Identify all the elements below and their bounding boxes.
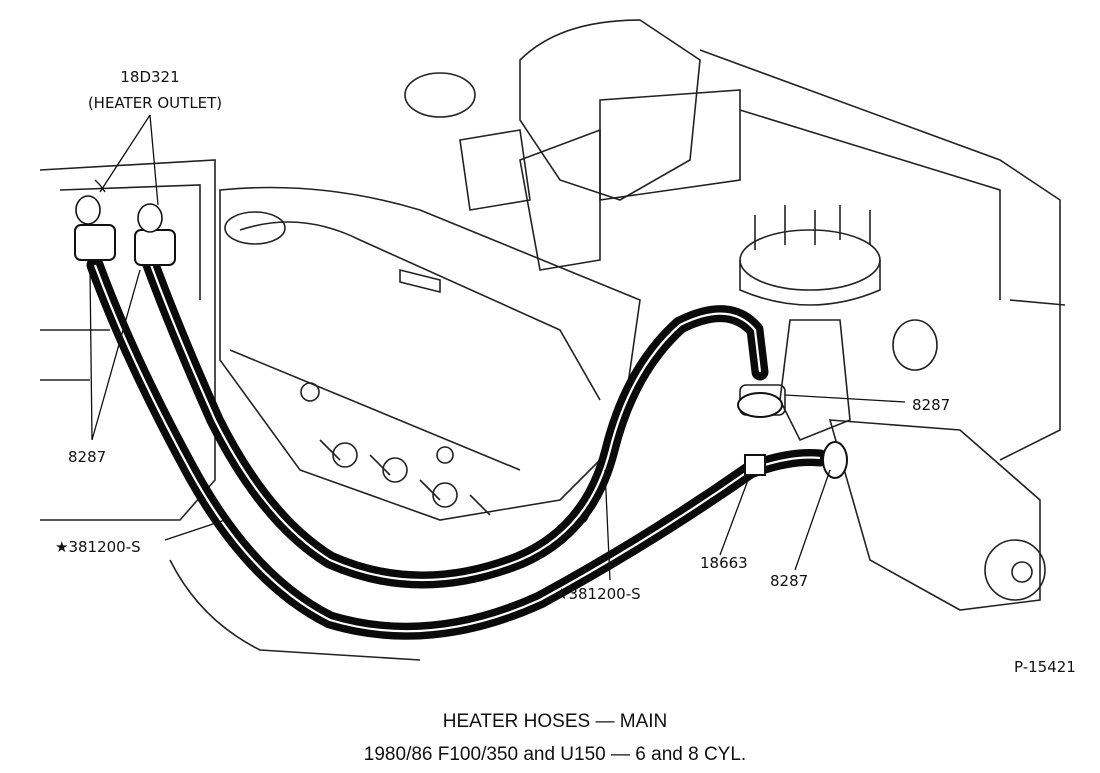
hose-clamps <box>737 392 848 479</box>
label-heater-outlet-part: 18D321 <box>120 68 179 86</box>
heater-hose-lower <box>86 256 829 640</box>
label-clamp-bottom-right: 8287 <box>770 572 808 590</box>
caption-title: HEATER HOSES — MAIN <box>443 711 668 732</box>
label-clip-center: ★381200-S <box>555 585 641 603</box>
label-clamp-left: 8287 <box>68 448 106 466</box>
label-clip-left: ★381200-S <box>55 538 141 556</box>
heater-hose-upper <box>141 253 769 589</box>
figure-id: P-15421 <box>1014 658 1076 676</box>
caption-subtitle: 1980/86 F100/350 and U150 — 6 and 8 CYL. <box>364 744 746 765</box>
leader-lines <box>89 114 906 581</box>
engine-outline <box>39 19 1066 661</box>
heater-outlet-fittings <box>74 195 176 266</box>
label-heater-outlet-desc: (HEATER OUTLET) <box>88 94 222 112</box>
label-hose-part: 18663 <box>700 554 748 572</box>
label-clamp-right: 8287 <box>912 396 950 414</box>
